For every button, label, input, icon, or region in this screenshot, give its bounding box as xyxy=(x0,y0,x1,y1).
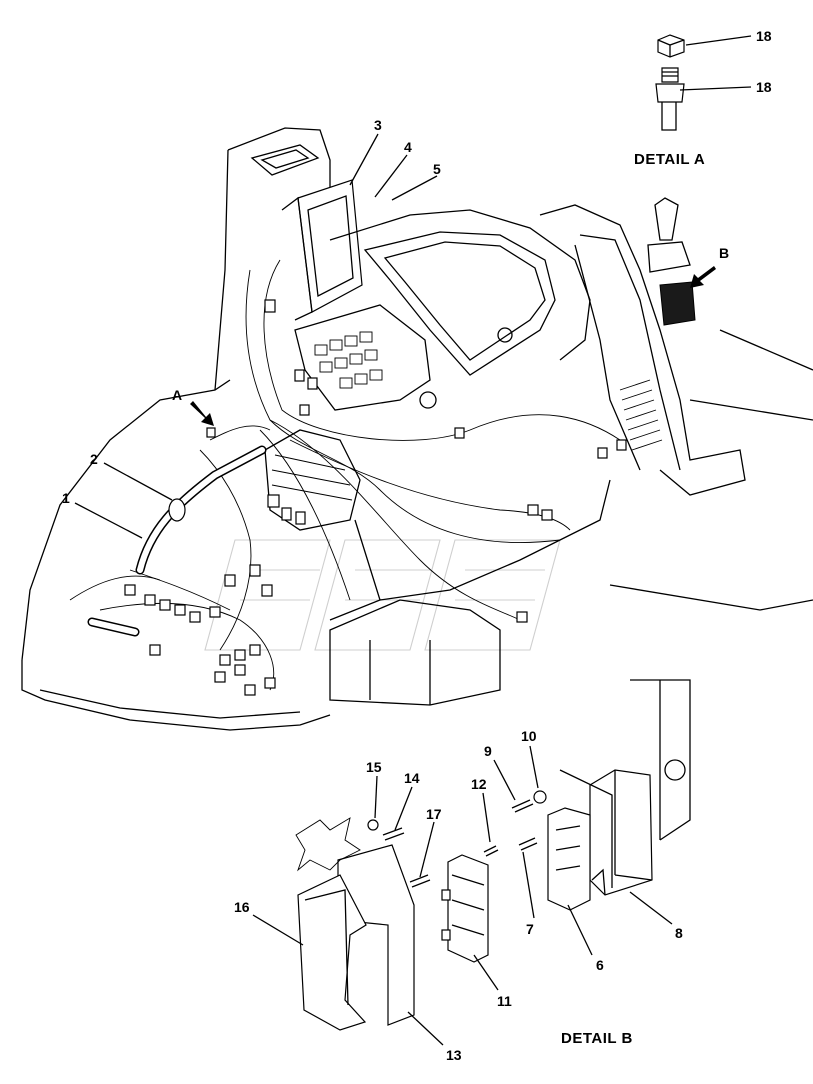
view-marker-b: B xyxy=(719,245,729,261)
switch-grid xyxy=(314,331,383,389)
connectors xyxy=(124,299,627,696)
relay-block-b xyxy=(659,281,696,326)
callout-12: 12 xyxy=(471,776,487,792)
callout-1: 1 xyxy=(62,490,70,506)
callout-13: 13 xyxy=(446,1047,462,1063)
callout-labels: 1 2 3 4 5 6 7 8 9 10 11 12 13 14 15 16 1… xyxy=(62,28,772,1063)
callout-3: 3 xyxy=(374,117,382,133)
view-marker-a: A xyxy=(172,387,182,403)
detail-b-drawing xyxy=(295,679,691,1031)
wiring-harness xyxy=(69,259,621,691)
callout-18-nut: 18 xyxy=(756,28,772,44)
callout-5: 5 xyxy=(433,161,441,177)
callout-8: 8 xyxy=(675,925,683,941)
callout-10: 10 xyxy=(521,728,537,744)
watermark xyxy=(204,539,561,651)
callout-16: 16 xyxy=(234,899,250,915)
callout-6: 6 xyxy=(596,957,604,973)
callout-14: 14 xyxy=(404,770,420,786)
detail-a-drawing xyxy=(655,34,685,131)
callout-18-switch: 18 xyxy=(756,79,772,95)
callout-9: 9 xyxy=(484,743,492,759)
callout-11: 11 xyxy=(497,993,512,1009)
console-body xyxy=(21,127,813,731)
callout-4: 4 xyxy=(404,139,412,155)
detail-b-title: DETAIL B xyxy=(561,1030,633,1047)
view-arrow-b xyxy=(690,266,716,288)
callout-17: 17 xyxy=(426,806,442,822)
callout-15: 15 xyxy=(366,759,382,775)
leader-lines xyxy=(74,35,752,1046)
view-arrow-a xyxy=(190,401,214,426)
callout-7: 7 xyxy=(526,921,534,937)
detail-a-title: DETAIL A xyxy=(634,151,705,168)
callout-2: 2 xyxy=(90,451,98,467)
